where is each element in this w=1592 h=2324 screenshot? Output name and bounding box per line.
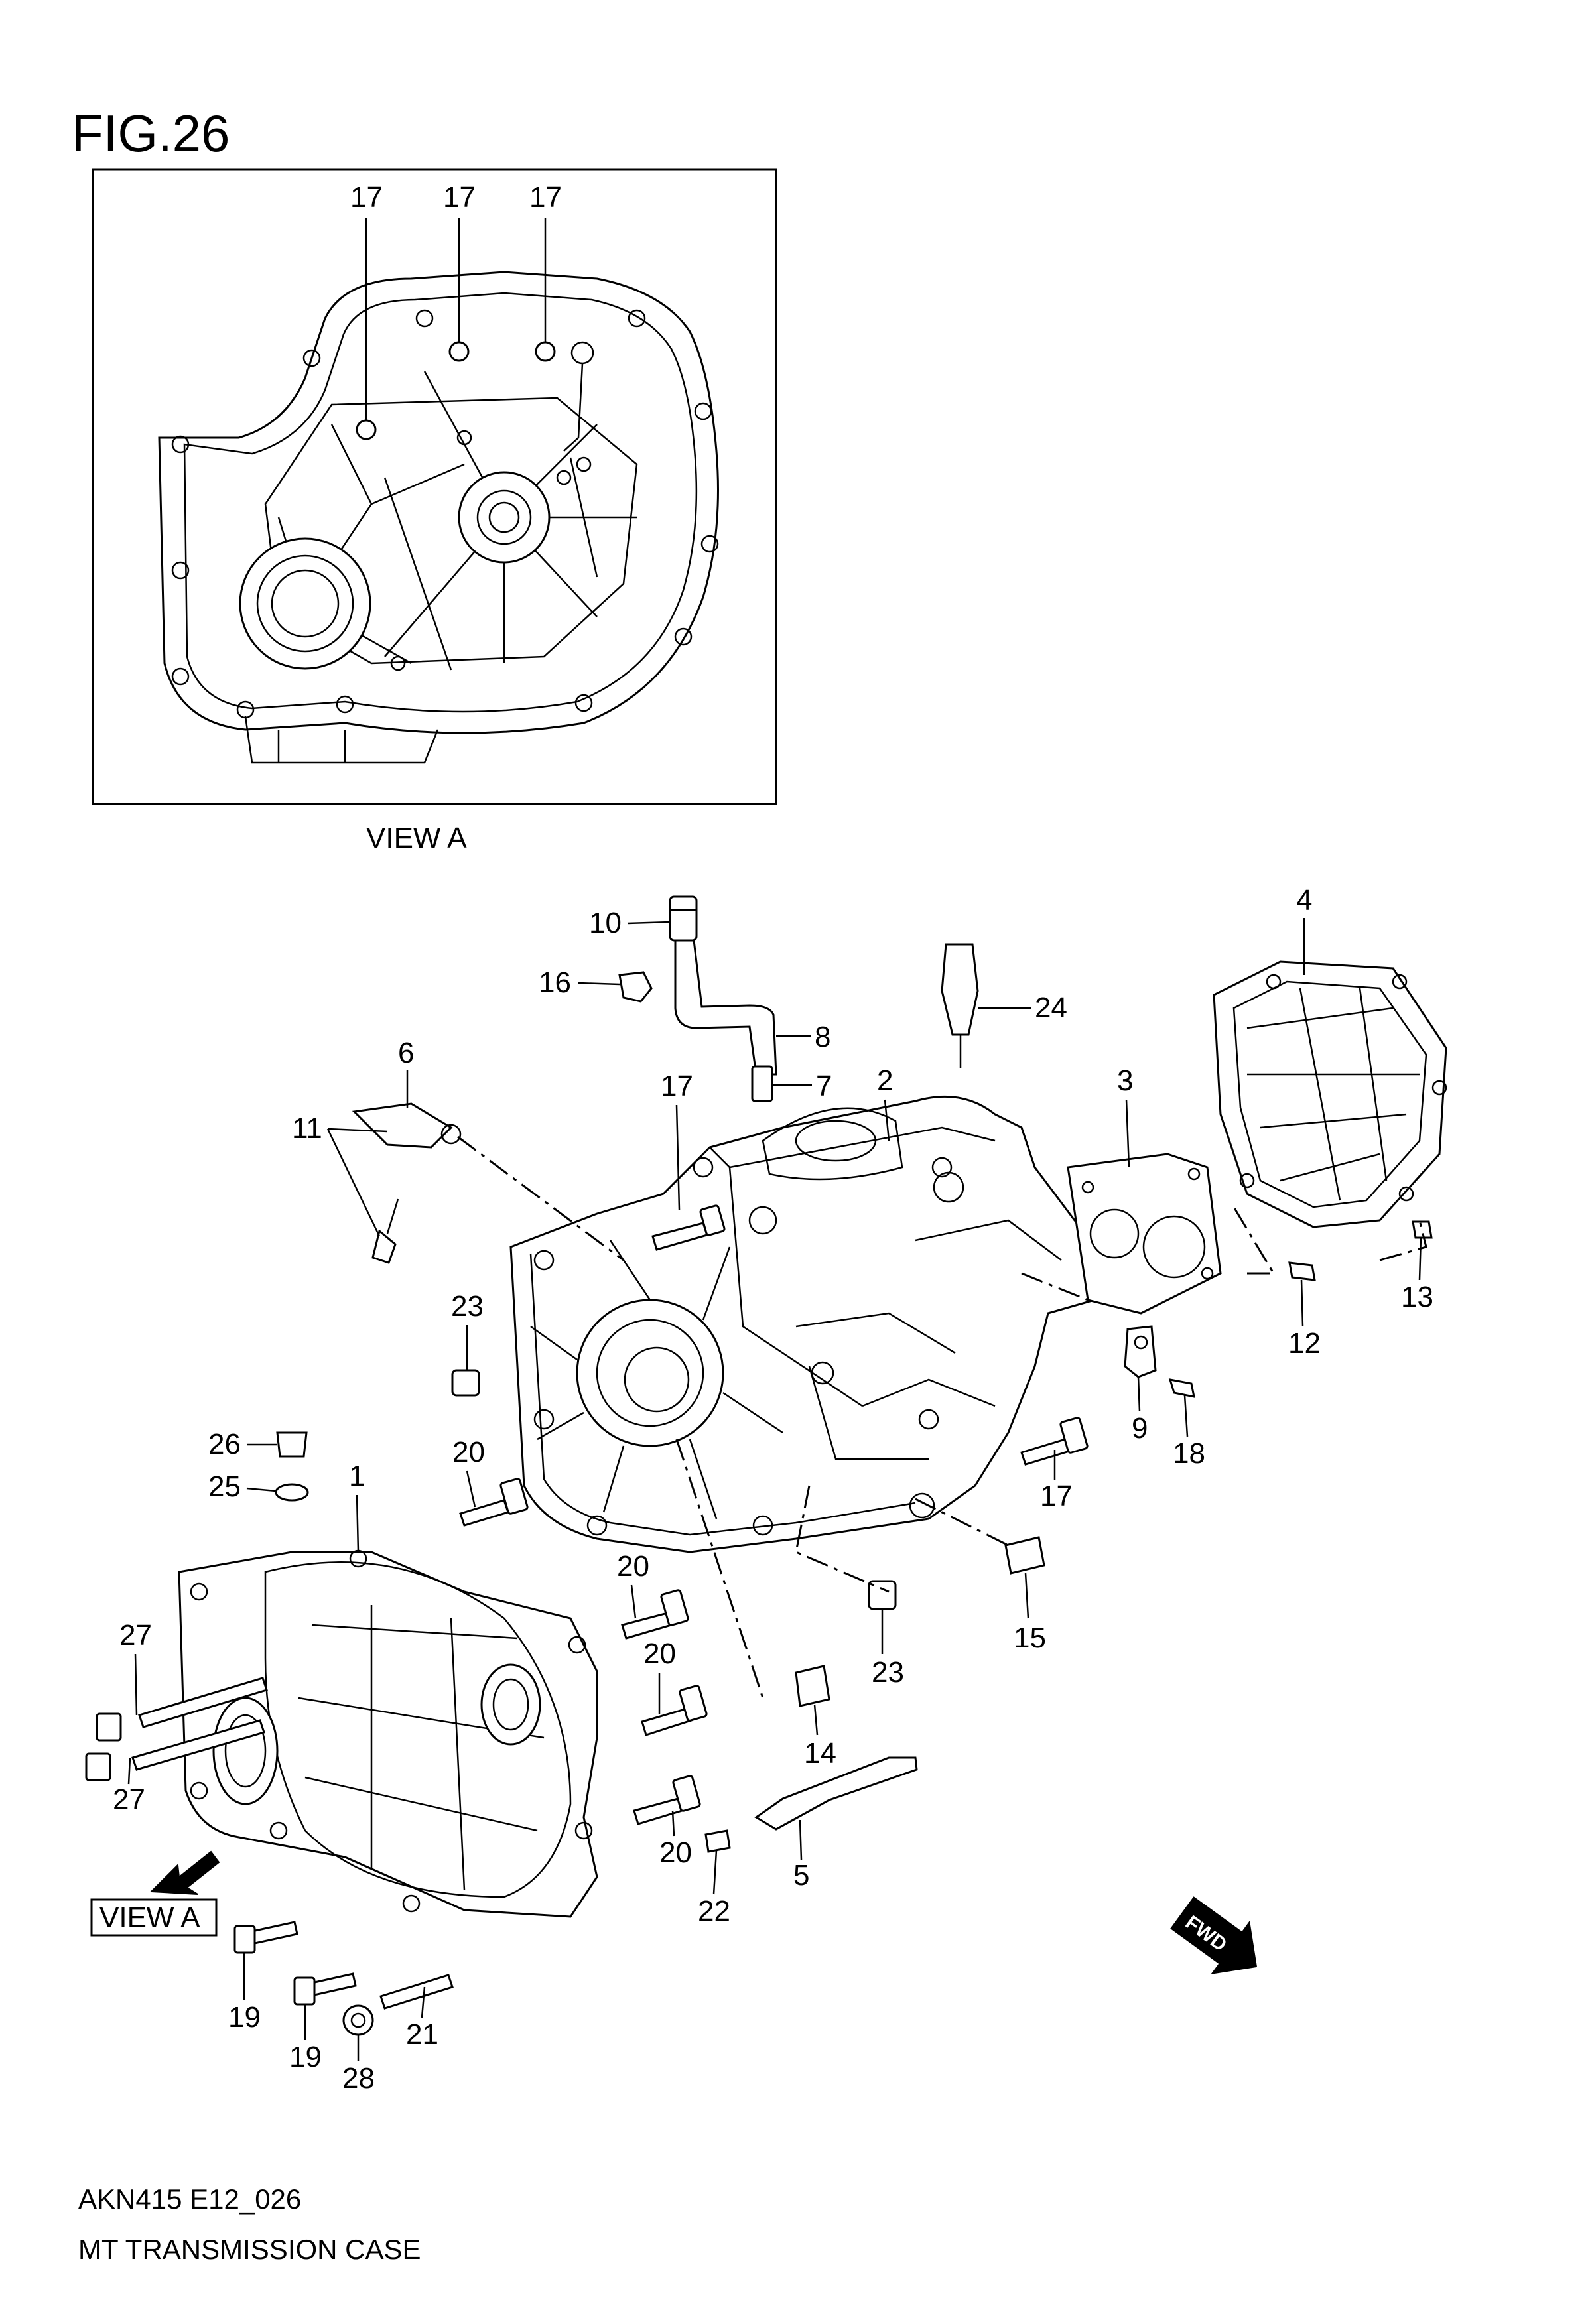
part-2-transmission-case xyxy=(509,1095,1116,1553)
callout-9: 9 xyxy=(1132,1412,1148,1445)
callout-21: 21 xyxy=(406,2018,438,2051)
callout-4: 4 xyxy=(1296,884,1312,917)
callout-27-a: 27 xyxy=(119,1619,152,1651)
callout-28: 28 xyxy=(342,2062,375,2095)
callout-22: 22 xyxy=(698,1895,730,1927)
callout-19-b: 19 xyxy=(289,2041,322,2073)
callout-15: 15 xyxy=(1014,1622,1046,1654)
callout-17-inset-a: 17 xyxy=(350,181,383,214)
inset-caption: VIEW A xyxy=(366,822,467,854)
view-a-tag-box xyxy=(90,1898,218,1937)
view-a-inset xyxy=(92,168,777,805)
part-1-clutch-housing xyxy=(178,1549,598,1918)
callout-5: 5 xyxy=(793,1859,809,1892)
callout-17-inset-b: 17 xyxy=(443,181,476,214)
figure-title: FIG.26 xyxy=(72,104,230,162)
callout-23-right: 23 xyxy=(872,1656,904,1689)
callout-10: 10 xyxy=(589,907,622,939)
callout-1: 1 xyxy=(349,1460,365,1492)
callout-24: 24 xyxy=(1035,992,1067,1024)
footer-code: AKN415 E12_026 xyxy=(78,2183,301,2215)
callout-12: 12 xyxy=(1288,1327,1321,1360)
hardware-parts xyxy=(85,895,1433,2036)
inset-callouts: 17 17 17 xyxy=(350,181,562,420)
callout-26: 26 xyxy=(208,1428,241,1460)
footer-title: MT TRANSMISSION CASE xyxy=(78,2234,421,2265)
callout-3: 3 xyxy=(1117,1065,1133,1097)
callout-25: 25 xyxy=(208,1470,241,1503)
callout-8: 8 xyxy=(815,1021,830,1053)
part-4-rear-cover xyxy=(1213,960,1447,1228)
callout-17-top: 17 xyxy=(661,1070,693,1102)
view-a-arrow-icon xyxy=(149,1850,220,1895)
callout-11: 11 xyxy=(292,1112,322,1145)
callout-14: 14 xyxy=(804,1737,836,1770)
part-3-gasket-plate xyxy=(1067,1153,1222,1315)
callout-6: 6 xyxy=(398,1037,414,1069)
callout-13: 13 xyxy=(1401,1281,1433,1313)
fwd-arrow-icon: FWD xyxy=(1170,1896,1258,1974)
callout-17-inset-c: 17 xyxy=(529,181,562,214)
callout-20-c: 20 xyxy=(643,1638,676,1670)
callout-20-d: 20 xyxy=(659,1837,692,1869)
callout-19-a: 19 xyxy=(228,2001,261,2033)
callout-18: 18 xyxy=(1173,1437,1205,1470)
view-a-tag: VIEW A xyxy=(100,1902,200,1934)
callout-27-b: 27 xyxy=(113,1783,145,1816)
callout-20-b: 20 xyxy=(617,1550,649,1582)
callout-23-left: 23 xyxy=(451,1290,484,1323)
callout-16: 16 xyxy=(539,966,571,999)
callout-2: 2 xyxy=(877,1065,893,1097)
callouts: 4 10 16 24 8 6 2 3 7 17 11 13 23 12 9 18 xyxy=(113,884,1433,2095)
callout-7: 7 xyxy=(816,1070,832,1102)
assembly-lines xyxy=(457,1135,1427,1764)
callout-17-right: 17 xyxy=(1040,1480,1073,1512)
callout-20-a: 20 xyxy=(452,1436,485,1468)
